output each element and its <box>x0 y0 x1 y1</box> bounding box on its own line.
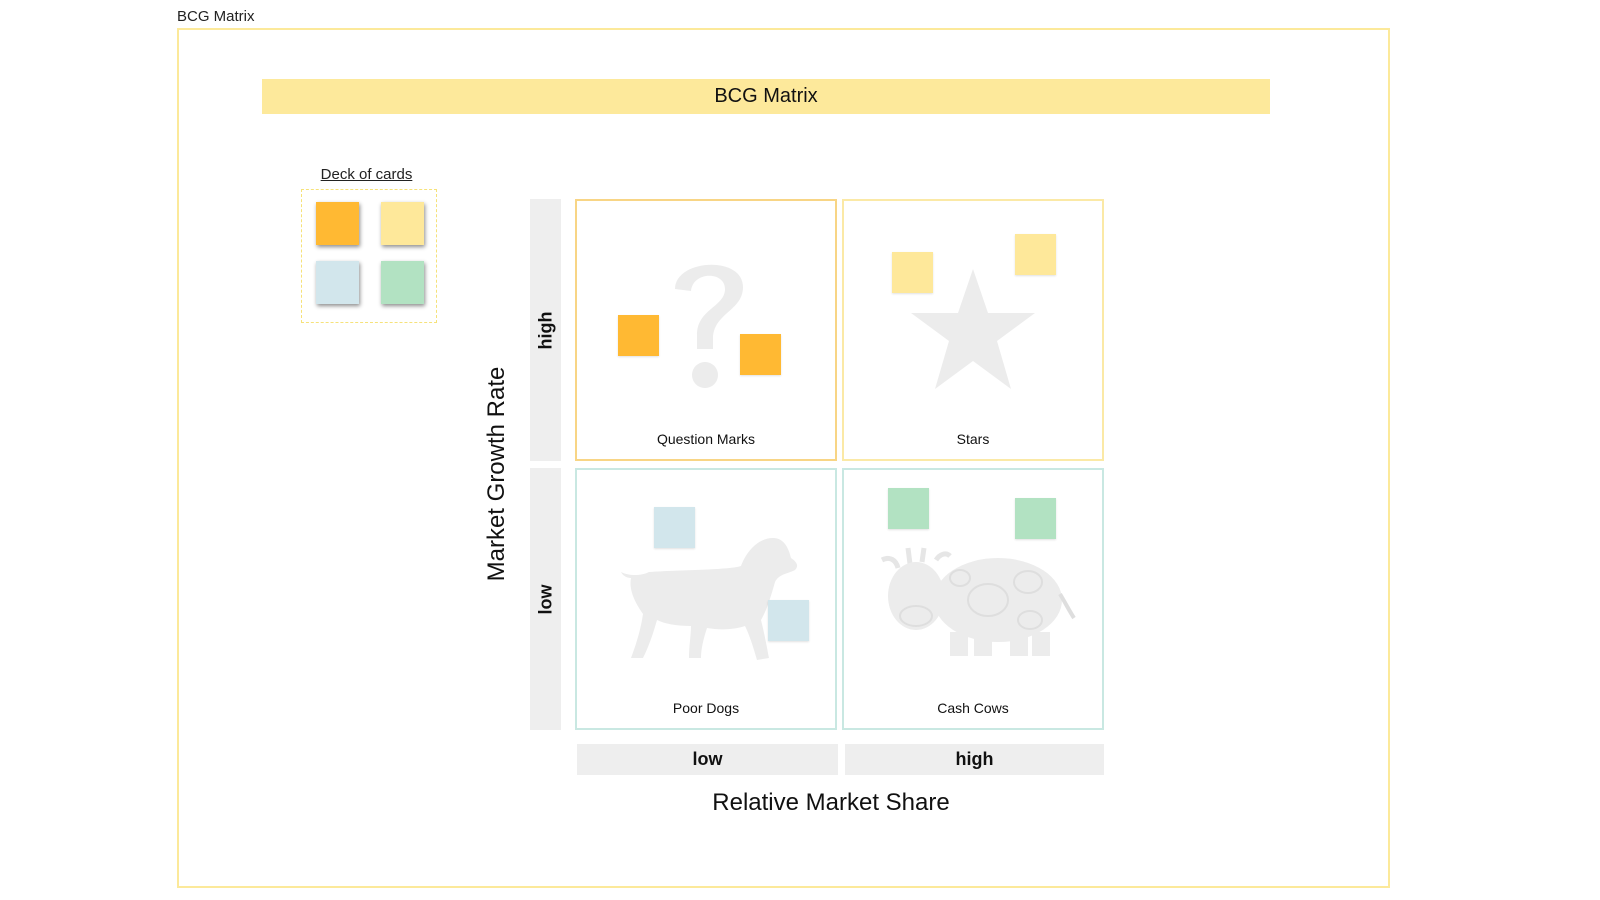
note-stars-1[interactable] <box>892 252 933 293</box>
deck-title[interactable]: Deck of cards <box>320 166 413 183</box>
x-axis-title: Relative Market Share <box>712 789 950 816</box>
note-question-marks-2[interactable] <box>740 334 781 375</box>
dog-icon <box>621 538 798 660</box>
deck-card-yellow[interactable] <box>381 202 424 245</box>
star-icon <box>911 269 1035 389</box>
deck-card-blue[interactable] <box>316 261 359 304</box>
y-axis-low-label: low <box>535 584 555 614</box>
note-poor-dogs-2[interactable] <box>768 600 809 641</box>
deck-of-cards <box>301 189 437 323</box>
canvas-frame <box>177 28 1390 888</box>
x-axis-high-bar: high <box>845 744 1104 775</box>
quadrant-label-question-marks: Question Marks <box>656 431 756 447</box>
y-axis-title: Market Growth Rate <box>483 366 510 582</box>
quadrant-cash-cows: Cash Cows <box>842 468 1104 730</box>
deck-card-green[interactable] <box>381 261 424 304</box>
quadrant-label-poor-dogs: Poor Dogs <box>672 700 740 716</box>
frame-label: BCG Matrix <box>177 8 255 25</box>
y-axis-low-bar: low <box>530 468 561 730</box>
note-poor-dogs-1[interactable] <box>654 507 695 548</box>
deck-card-orange[interactable] <box>316 202 359 245</box>
page-title: BCG Matrix <box>714 85 818 107</box>
cow-icon <box>880 547 1076 656</box>
quadrant-question-marks: Question Marks <box>575 199 837 461</box>
x-axis-low-bar: low <box>577 744 838 775</box>
x-axis-high-label: high <box>955 749 994 769</box>
y-axis-high-label: high <box>535 311 555 349</box>
note-cash-cows-1[interactable] <box>888 488 929 529</box>
quadrant-poor-dogs: Poor Dogs <box>575 468 837 730</box>
x-axis-low-label: low <box>692 749 723 769</box>
quadrant-label-cash-cows: Cash Cows <box>937 700 1009 716</box>
quadrant-stars: Stars <box>842 199 1104 461</box>
title-bar: BCG Matrix <box>262 79 1270 114</box>
note-question-marks-1[interactable] <box>618 315 659 356</box>
quadrant-label-stars: Stars <box>956 431 990 447</box>
note-cash-cows-2[interactable] <box>1015 498 1056 539</box>
y-axis-high-bar: high <box>530 199 561 461</box>
question-mark-icon <box>675 264 743 388</box>
note-stars-2[interactable] <box>1015 234 1056 275</box>
